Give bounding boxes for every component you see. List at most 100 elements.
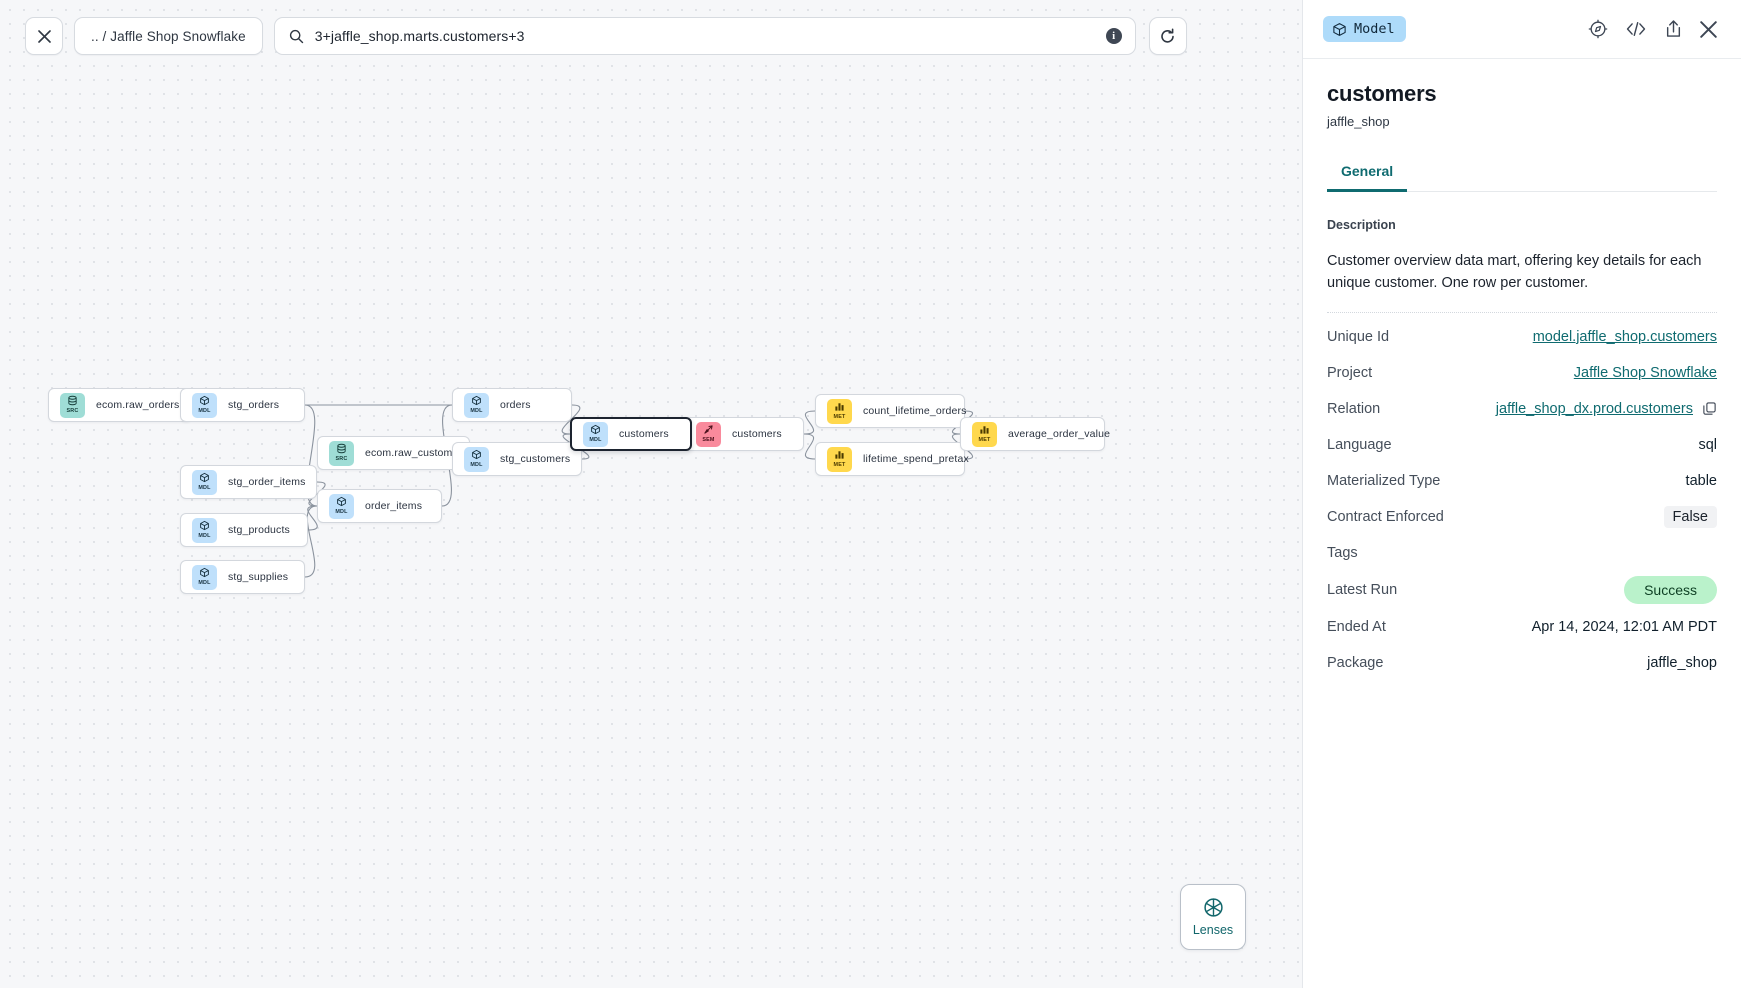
detail-row: Tags <box>1327 535 1717 571</box>
panel-content: Description Customer overview data mart,… <box>1303 192 1741 988</box>
detail-value-link[interactable]: jaffle_shop_dx.prod.customers <box>1495 400 1693 417</box>
close-lineage-button[interactable] <box>25 17 63 55</box>
description-text: Customer overview data mart, offering ke… <box>1327 253 1702 292</box>
detail-row: Language sql <box>1327 427 1717 463</box>
share-icon[interactable] <box>1664 19 1683 39</box>
detail-key: Relation <box>1327 400 1381 417</box>
page-subtitle: jaffle_shop <box>1327 114 1390 129</box>
code-icon[interactable] <box>1625 19 1647 39</box>
database-icon: SRC <box>329 440 354 466</box>
cube-icon: MDL <box>192 517 217 543</box>
lineage-node-orders[interactable]: MDL orders <box>452 388 572 422</box>
cube-icon: MDL <box>192 469 217 495</box>
cube-icon: MDL <box>464 446 489 472</box>
detail-row: Latest Run Success <box>1327 571 1717 609</box>
breadcrumb[interactable]: .. / Jaffle Shop Snowflake <box>74 17 263 55</box>
refresh-button[interactable] <box>1148 17 1187 55</box>
node-type-label: Model <box>1354 21 1395 37</box>
lineage-node-stg_orders[interactable]: MDL stg_orders <box>180 388 305 422</box>
lineage-edge <box>803 433 816 460</box>
info-icon[interactable]: i <box>1105 28 1122 44</box>
detail-row: Materialized Type table <box>1327 463 1717 499</box>
refresh-icon <box>1161 28 1175 43</box>
lineage-node-stg_order_items[interactable]: MDL stg_order_items <box>180 465 317 499</box>
lineage-node-lifetime_spend_pretax[interactable]: MET lifetime_spend_pretax <box>815 442 969 476</box>
lineage-edge <box>307 505 318 531</box>
lineage-node-label: order_items <box>365 500 423 512</box>
lenses-label: Lenses <box>1192 923 1234 937</box>
detail-row: Ended At Apr 14, 2024, 12:01 AM PDT <box>1327 609 1717 645</box>
lineage-canvas[interactable]: .. / Jaffle Shop Snowflake 3+jaffle_shop… <box>0 0 1302 988</box>
panel-action-icons <box>1588 19 1717 39</box>
search-input-value[interactable]: 3+jaffle_shop.marts.customers+3 <box>314 28 525 44</box>
detail-key: Tags <box>1327 544 1358 561</box>
lineage-node-label: lifetime_spend_pretax <box>863 453 969 465</box>
node-type-chip[interactable]: Model <box>1323 16 1406 42</box>
lineage-node-customers_model[interactable]: MDL customers <box>570 417 692 451</box>
lineage-node-label: customers <box>619 428 669 440</box>
tab-general[interactable]: General <box>1327 156 1408 192</box>
detail-key: Unique Id <box>1327 328 1390 345</box>
lineage-node-count_lifetime_orders[interactable]: MET count_lifetime_orders <box>815 394 967 428</box>
canvas-toolbar: .. / Jaffle Shop Snowflake 3+jaffle_shop… <box>25 17 1187 55</box>
detail-key: Materialized Type <box>1327 472 1441 489</box>
status-badge: Success <box>1624 575 1717 604</box>
cube-icon: MDL <box>464 392 489 418</box>
semantic-icon: SEM <box>696 421 721 447</box>
metric-icon: MET <box>827 446 852 472</box>
panel-header: Model <box>1303 0 1741 59</box>
detail-value-link[interactable]: model.jaffle_shop.customers <box>1532 328 1717 345</box>
cube-icon: MDL <box>192 392 217 418</box>
lineage-node-label: stg_orders <box>228 399 280 411</box>
detail-value: table <box>1685 472 1717 489</box>
detail-key: Latest Run <box>1327 581 1398 598</box>
detail-key: Package <box>1327 654 1384 671</box>
detail-row: Relation jaffle_shop_dx.prod.customers <box>1327 391 1717 427</box>
copy-icon[interactable] <box>1702 401 1717 416</box>
cube-icon <box>1333 22 1346 36</box>
lineage-node-label: count_lifetime_orders <box>863 405 967 417</box>
explore-icon[interactable] <box>1588 19 1608 39</box>
detail-key: Language <box>1327 436 1392 453</box>
detail-key: Contract Enforced <box>1327 508 1444 525</box>
detail-row: Package jaffle_shop <box>1327 645 1717 681</box>
cube-icon: MDL <box>583 421 608 447</box>
search-input[interactable]: 3+jaffle_shop.marts.customers+3 i <box>273 17 1136 55</box>
divider <box>1327 311 1717 313</box>
close-icon[interactable] <box>1700 20 1717 38</box>
detail-key: Ended At <box>1327 618 1386 635</box>
database-icon: SRC <box>60 392 85 418</box>
lineage-node-label: orders <box>500 399 531 411</box>
detail-row: Unique Id model.jaffle_shop.customers <box>1327 319 1717 355</box>
detail-value-badge: False <box>1663 505 1717 528</box>
lineage-node-ecom_raw_customers[interactable]: SRC ecom.raw_customers <box>317 436 470 470</box>
lineage-node-label: stg_supplies <box>228 571 289 583</box>
lineage-node-stg_supplies[interactable]: MDL stg_supplies <box>180 560 305 594</box>
detail-value: jaffle_shop <box>1647 654 1717 671</box>
lineage-edge <box>803 410 816 435</box>
lenses-button[interactable]: Lenses <box>1180 884 1246 950</box>
lineage-node-label: ecom.raw_customers <box>365 447 468 459</box>
detail-value: Apr 14, 2024, 12:01 AM PDT <box>1531 618 1717 635</box>
cube-icon: MDL <box>192 564 217 590</box>
close-icon <box>37 29 51 43</box>
detail-value-group: jaffle_shop_dx.prod.customers <box>1496 401 1717 417</box>
description-label: Description <box>1327 218 1396 232</box>
detail-key: Project <box>1327 364 1373 381</box>
detail-row: Project Jaffle Shop Snowflake <box>1327 355 1717 391</box>
lineage-node-label: stg_order_items <box>228 476 306 488</box>
lineage-node-label: average_order_value <box>1008 428 1111 440</box>
panel-title-block: customers jaffle_shop <box>1303 59 1741 129</box>
detail-value-link[interactable]: Jaffle Shop Snowflake <box>1573 364 1717 381</box>
metric-icon: MET <box>827 398 852 424</box>
detail-value: sql <box>1698 436 1717 453</box>
